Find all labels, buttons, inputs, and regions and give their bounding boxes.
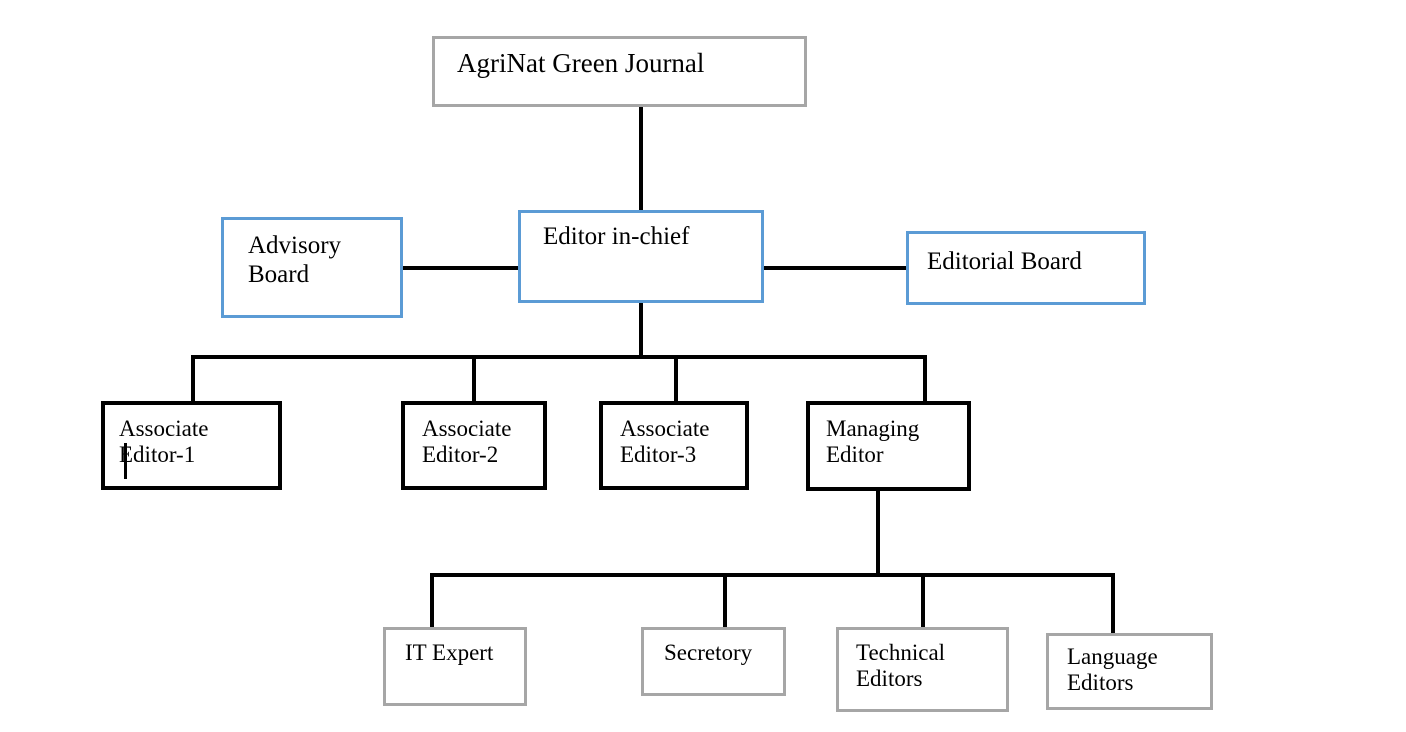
node-language-editors[interactable]: Language Editors [1046,633,1213,710]
node-label-associate-editor-2: Associate Editor-2 [422,416,512,468]
node-label-advisory-board: Advisory Board [248,232,342,288]
connector-managing-editor-drop [876,489,880,577]
connector-drop-technical-editors [921,573,925,629]
connector-drop-managing-editor [923,355,927,403]
node-managing-editor[interactable]: Managing Editor [806,401,971,491]
node-label-associate-editor-3: Associate Editor-3 [620,416,710,468]
node-editor-in-chief[interactable]: Editor in-chief [518,210,764,303]
node-editorial-board[interactable]: Editorial Board [906,231,1146,305]
connector-bus-associate-editors [191,355,927,359]
connector-editor-in-chief-drop [639,301,643,359]
connector-journal-to-editor-in-chief [639,105,643,212]
connector-bus-support-staff [430,573,1115,577]
connector-stub-associate-editor-1 [124,443,127,479]
node-associate-editor-3[interactable]: Associate Editor-3 [599,401,749,490]
node-label-editor-in-chief: Editor in-chief [543,223,690,250]
connector-advisory-to-editor-in-chief [401,266,521,270]
node-advisory-board[interactable]: Advisory Board [221,217,403,318]
node-it-expert[interactable]: IT Expert [383,627,527,706]
node-label-associate-editor-1: Associate Editor-1 [119,416,209,468]
connector-drop-it-expert [430,573,434,629]
connector-drop-associate-editor-3 [674,355,678,403]
node-label-technical-editors: Technical Editors [856,640,946,692]
node-label-agrinat-green-journal: AgriNat Green Journal [457,48,705,78]
node-secretory[interactable]: Secretory [641,627,786,696]
node-associate-editor-1[interactable]: Associate Editor-1 [101,401,282,490]
connector-drop-language-editors [1111,573,1115,635]
node-agrinat-green-journal[interactable]: AgriNat Green Journal [432,36,807,107]
connector-drop-secretory [723,573,727,629]
connector-editor-in-chief-to-editorial-board [762,266,909,270]
node-label-secretory: Secretory [664,640,753,665]
connector-drop-associate-editor-1 [191,355,195,403]
node-label-it-expert: IT Expert [405,640,494,665]
node-label-editorial-board: Editorial Board [927,248,1082,275]
connector-drop-associate-editor-2 [472,355,476,403]
node-technical-editors[interactable]: Technical Editors [836,627,1009,712]
node-associate-editor-2[interactable]: Associate Editor-2 [401,401,547,490]
node-label-language-editors: Language Editors [1067,644,1158,696]
node-label-managing-editor: Managing Editor [826,416,920,468]
